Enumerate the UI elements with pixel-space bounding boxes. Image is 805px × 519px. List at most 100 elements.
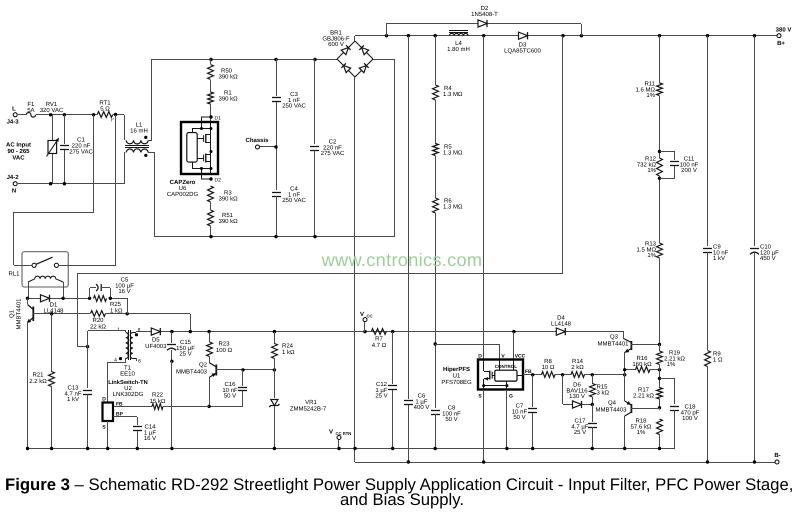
svg-text:57.6 kΩ: 57.6 kΩ <box>631 423 652 430</box>
svg-text:MMBT4401: MMBT4401 <box>16 298 23 330</box>
svg-text:EE10: EE10 <box>120 371 135 378</box>
svg-text:1%: 1% <box>637 429 646 436</box>
svg-text:C15: C15 <box>180 339 192 346</box>
svg-text:1 kΩ: 1 kΩ <box>110 307 123 314</box>
svg-text:D1: D1 <box>215 116 222 122</box>
svg-text:C17: C17 <box>574 418 586 425</box>
svg-text:B+: B+ <box>777 40 785 47</box>
svg-text:AC Input: AC Input <box>6 142 31 149</box>
svg-text:S: S <box>102 425 106 431</box>
svg-text:600 V: 600 V <box>328 41 344 48</box>
svg-text:1%: 1% <box>647 167 656 174</box>
svg-text:15 kΩ: 15 kΩ <box>150 398 166 405</box>
svg-text:1 nF: 1 nF <box>288 191 300 198</box>
svg-text:400 V: 400 V <box>414 404 430 411</box>
svg-text:LinkSwitch-TN: LinkSwitch-TN <box>108 379 148 386</box>
svg-text:D2: D2 <box>481 5 489 12</box>
svg-text:320 VAC: 320 VAC <box>40 107 64 114</box>
svg-text:R21: R21 <box>32 372 44 379</box>
svg-text:2.21 kΩ: 2.21 kΩ <box>664 355 685 362</box>
svg-text:Q2: Q2 <box>199 362 208 369</box>
svg-text:10 nF: 10 nF <box>512 408 528 415</box>
svg-text:100 µF: 100 µF <box>115 282 134 289</box>
svg-text:F1: F1 <box>27 101 35 108</box>
svg-text:D4: D4 <box>557 315 565 322</box>
svg-text:1 kV: 1 kV <box>67 396 79 403</box>
svg-text:R12: R12 <box>645 156 657 163</box>
svg-text:C12: C12 <box>376 381 388 388</box>
svg-text:1 Ω: 1 Ω <box>713 356 723 363</box>
svg-text:C11: C11 <box>684 156 695 163</box>
svg-text:Q3: Q3 <box>610 334 619 341</box>
svg-text:380 V: 380 V <box>776 27 792 34</box>
svg-text:T1: T1 <box>124 365 132 372</box>
svg-text:FB: FB <box>116 401 123 407</box>
svg-text:390 kΩ: 390 kΩ <box>219 74 239 81</box>
svg-text:D2: D2 <box>215 178 222 184</box>
svg-text:10 Ω: 10 Ω <box>542 364 555 371</box>
svg-text:GBJ806-F: GBJ806-F <box>322 35 350 42</box>
svg-text:R15: R15 <box>597 384 609 391</box>
svg-text:MMBT4403: MMBT4403 <box>595 406 627 413</box>
svg-text:390 kΩ: 390 kΩ <box>219 218 239 225</box>
svg-text:CAP002DG: CAP002DG <box>167 191 199 198</box>
svg-text:1 µF: 1 µF <box>144 429 156 436</box>
svg-text:R8: R8 <box>544 358 552 365</box>
svg-text:220 nF: 220 nF <box>323 144 342 151</box>
svg-text:25 V: 25 V <box>574 429 586 436</box>
svg-text:100 V: 100 V <box>682 415 698 422</box>
svg-text:1%: 1% <box>646 92 655 99</box>
svg-text:100 Ω: 100 Ω <box>216 347 233 354</box>
svg-text:t°: t° <box>111 118 114 123</box>
svg-text:VAC: VAC <box>12 155 25 162</box>
svg-text:130 V: 130 V <box>569 393 585 400</box>
svg-text:C4: C4 <box>290 186 298 193</box>
svg-text:1: 1 <box>117 327 120 333</box>
svg-text:C5: C5 <box>121 277 129 284</box>
svg-text:275 VAC: 275 VAC <box>69 149 93 156</box>
svg-text:BAV116: BAV116 <box>566 387 588 394</box>
svg-text:R14: R14 <box>572 358 584 365</box>
svg-text:D3: D3 <box>519 42 527 49</box>
svg-text:R6: R6 <box>444 198 452 205</box>
svg-text:Chassis: Chassis <box>245 137 269 144</box>
svg-text:www.cntronics.com: www.cntronics.com <box>321 250 483 270</box>
svg-text:100 nF: 100 nF <box>680 161 699 168</box>
svg-text:390 kΩ: 390 kΩ <box>219 196 239 203</box>
svg-text:2.21 kΩ: 2.21 kΩ <box>633 392 654 399</box>
svg-text:HiperPFS: HiperPFS <box>443 366 470 373</box>
svg-text:R11: R11 <box>644 81 655 88</box>
svg-text:LL4148: LL4148 <box>551 320 572 327</box>
svg-text:N: N <box>12 188 16 195</box>
svg-text:D: D <box>102 397 106 403</box>
svg-text:C9: C9 <box>713 244 721 251</box>
svg-text:FB: FB <box>525 369 532 375</box>
svg-text:L4: L4 <box>455 40 462 47</box>
svg-text:VCC: VCC <box>515 353 526 359</box>
svg-text:3 kΩ: 3 kΩ <box>597 389 610 396</box>
svg-text:RL1: RL1 <box>8 271 20 278</box>
svg-text:U6: U6 <box>179 185 187 192</box>
svg-text:1 µF: 1 µF <box>375 387 387 394</box>
svg-text:R5: R5 <box>444 144 452 151</box>
svg-text:RT1: RT1 <box>99 100 111 107</box>
svg-text:MMBT4403: MMBT4403 <box>176 368 208 375</box>
svg-text:CAPZero: CAPZero <box>170 179 196 186</box>
svg-text:S: S <box>478 394 482 400</box>
svg-text:R20: R20 <box>92 317 104 324</box>
svg-text:Q4: Q4 <box>608 400 617 407</box>
svg-text:1.3 MΩ: 1.3 MΩ <box>443 204 463 211</box>
svg-text:B-: B- <box>774 452 780 459</box>
svg-text:1%: 1% <box>667 361 676 368</box>
svg-text:1 kΩ: 1 kΩ <box>282 349 295 356</box>
svg-text:R18: R18 <box>635 418 647 425</box>
svg-text:C16: C16 <box>224 381 236 388</box>
svg-text:732 kΩ: 732 kΩ <box>637 161 657 168</box>
svg-text:R16: R16 <box>636 355 648 362</box>
svg-text:16 mH: 16 mH <box>130 128 148 135</box>
svg-text:R19: R19 <box>669 350 681 357</box>
svg-text:1 nF: 1 nF <box>288 97 300 104</box>
svg-text:120 µF: 120 µF <box>760 249 779 256</box>
svg-text:CC: CC <box>367 314 373 319</box>
svg-text:C7: C7 <box>516 403 524 410</box>
